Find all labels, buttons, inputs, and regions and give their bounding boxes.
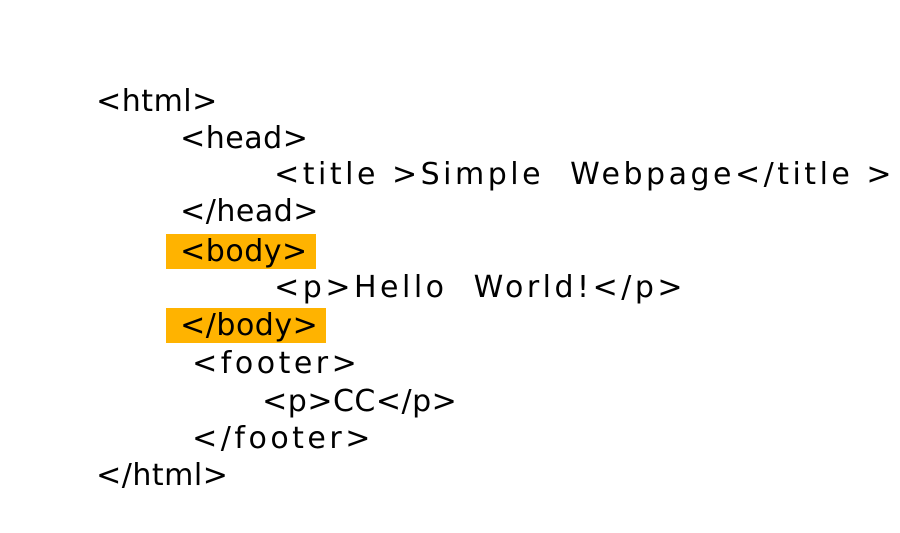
code-line-body-open: <body> — [140, 195, 316, 269]
code-line-text: </footer> — [192, 421, 374, 456]
code-line-text: <p>Hello World!</p> — [274, 270, 687, 305]
code-listing: <html> <head> <title >Simple Webpage</ti… — [56, 45, 895, 493]
code-line-text: <p>CC</p> — [262, 384, 458, 419]
code-line-text: <footer> — [192, 346, 361, 381]
code-line-body-close: </body> — [140, 269, 327, 343]
code-line-title: <title >Simple Webpage</title > — [222, 118, 895, 192]
code-line-paragraph-hello: <p>Hello World!</p> — [222, 231, 686, 305]
code-line-text: <head> — [180, 121, 309, 156]
code-line-html-open: <html> — [56, 45, 218, 119]
code-line-text: <title >Simple Webpage</title > — [274, 157, 896, 192]
code-line-text: </head> — [180, 194, 319, 229]
code-line-text: </html> — [96, 458, 229, 493]
code-line-html-close: </html> — [56, 419, 228, 493]
code-line-footer-close: </footer> — [140, 382, 374, 456]
code-line-head-close: </head> — [140, 155, 319, 229]
code-line-paragraph-cc: <p>CC</p> — [222, 345, 457, 419]
code-line-text-highlighted: <body> — [166, 234, 316, 269]
code-line-text: <html> — [96, 84, 218, 119]
code-line-footer-open: <footer> — [140, 307, 360, 381]
code-line-text-highlighted: </body> — [166, 308, 327, 343]
code-line-head-open: <head> — [140, 82, 308, 156]
